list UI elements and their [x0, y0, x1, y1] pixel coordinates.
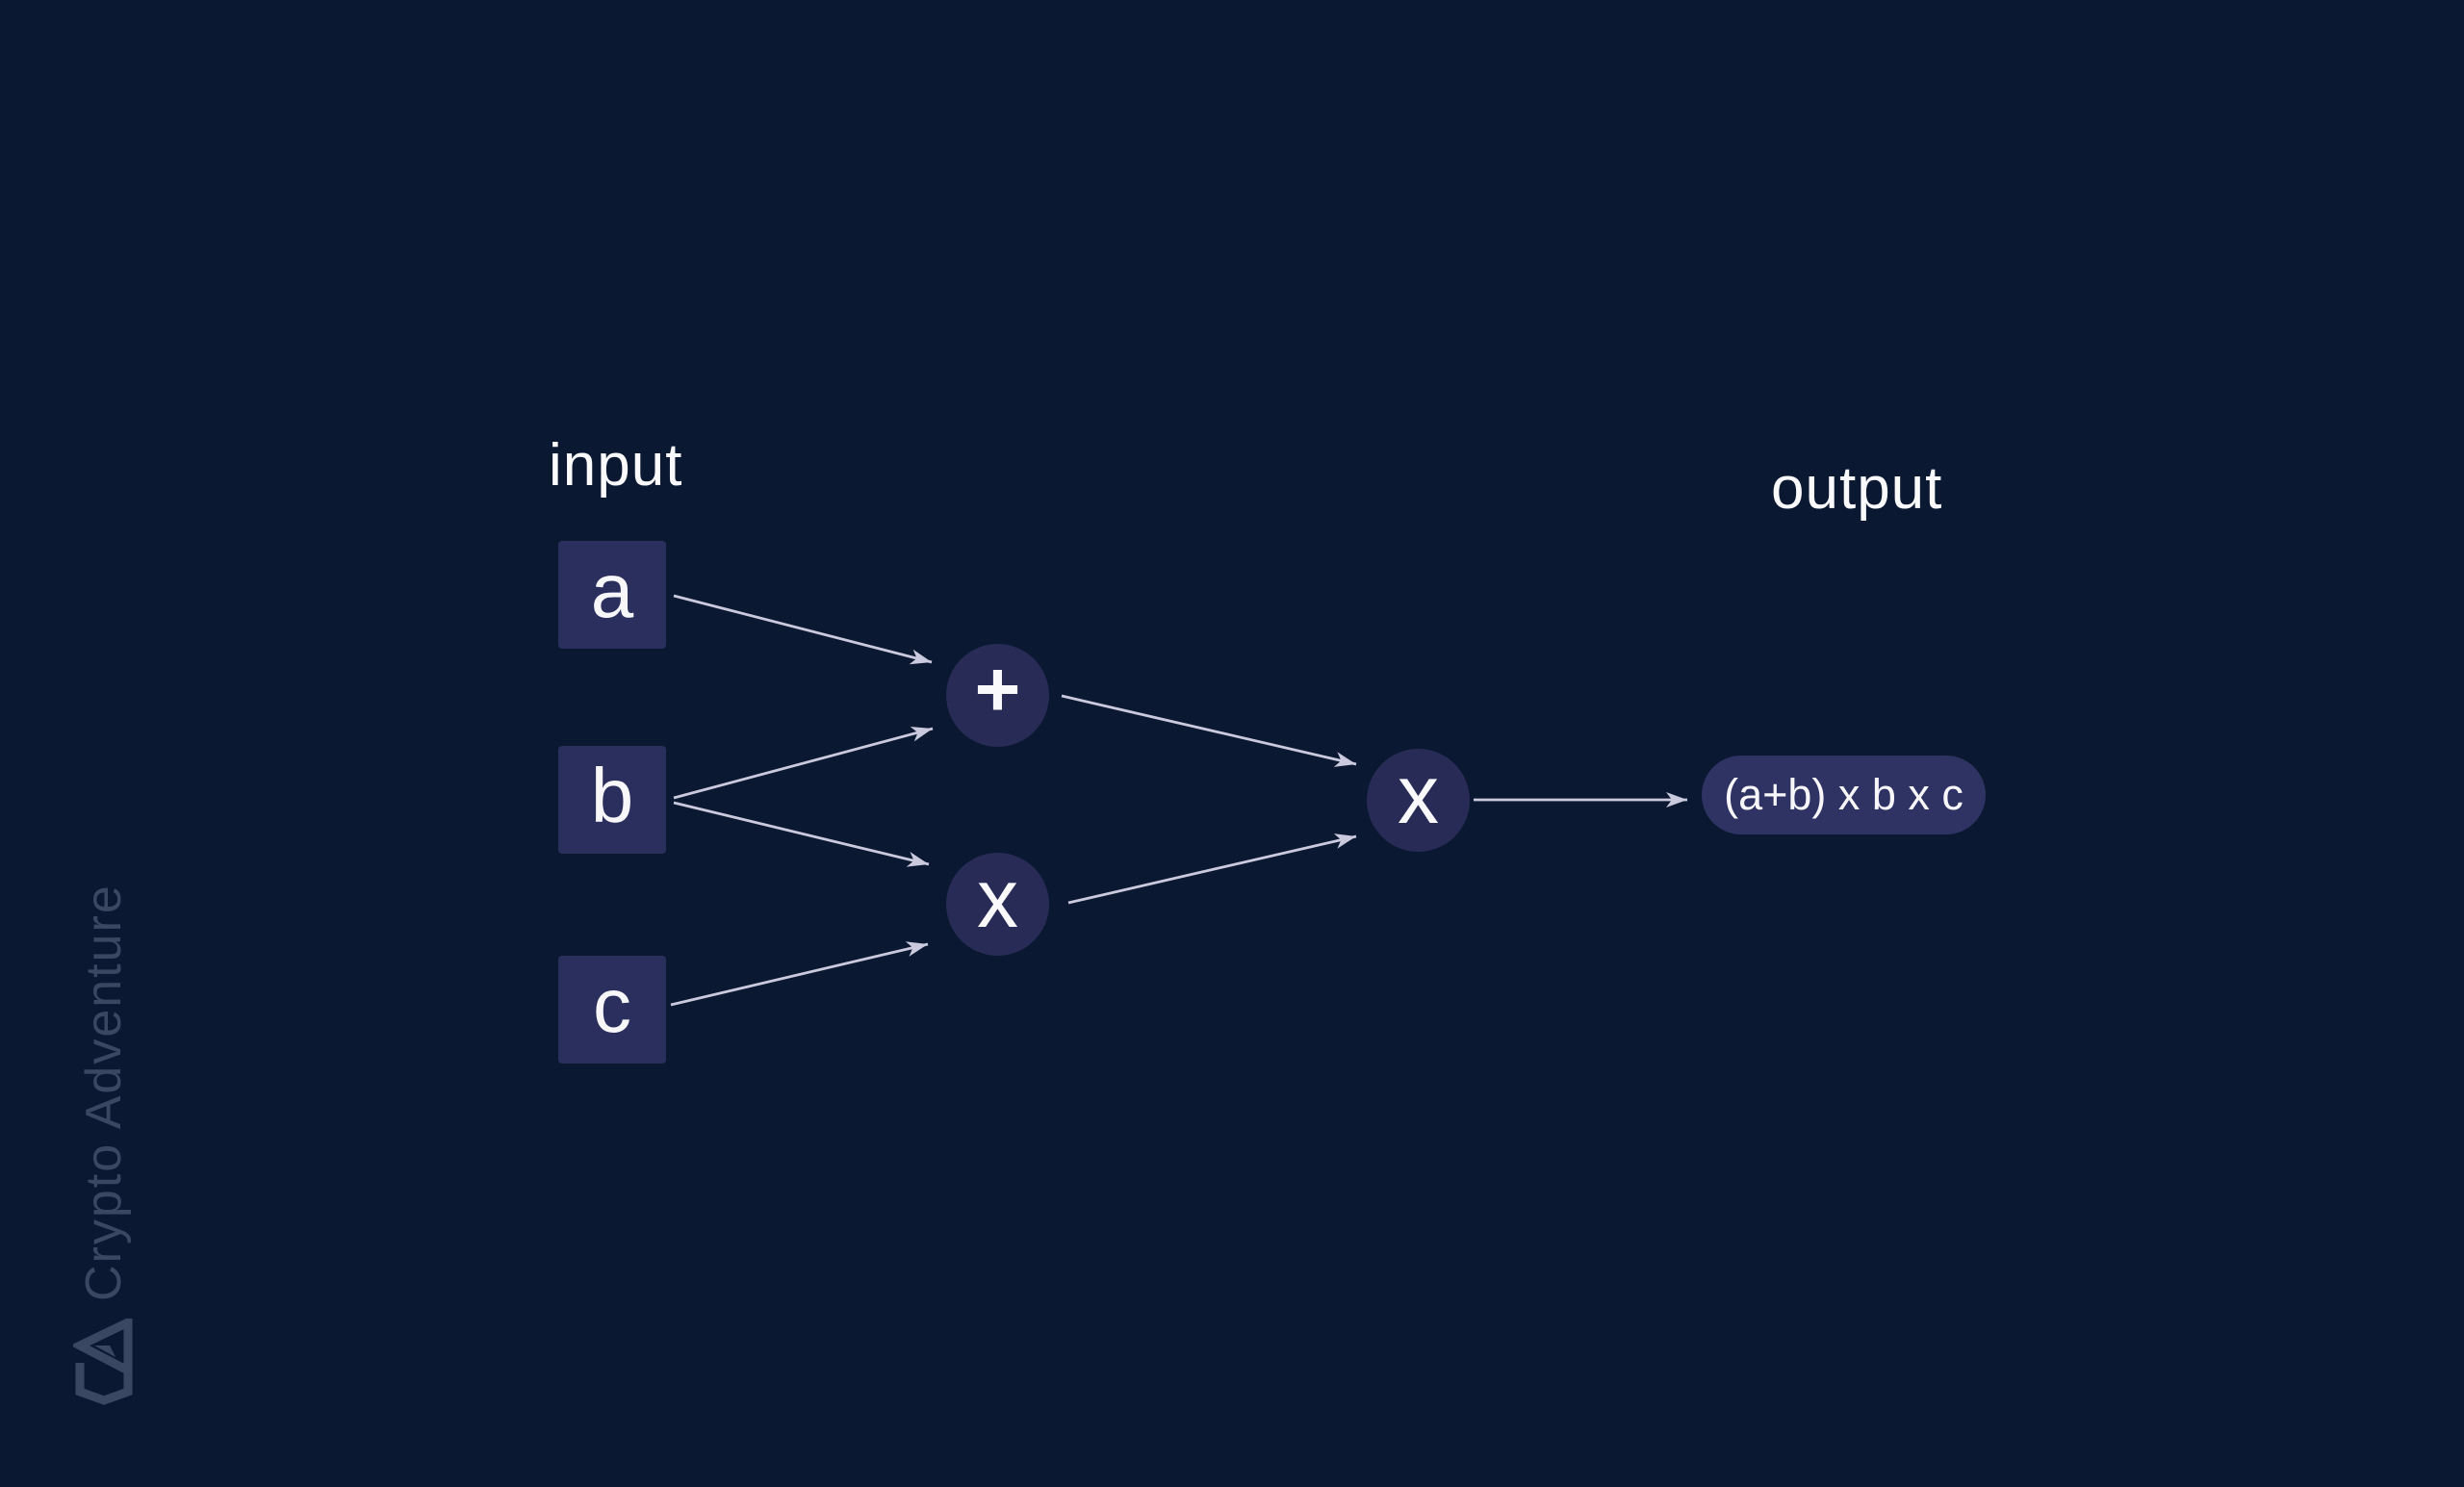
- input-node-c-label: c: [593, 962, 631, 1048]
- operator-node-plus: +: [946, 644, 1049, 747]
- edge-multiply1-multiply2: [1067, 833, 1357, 905]
- operator-node-multiply-2: x: [1367, 749, 1470, 852]
- input-node-c: c: [558, 956, 666, 1064]
- crypto-adventure-logo-icon: [73, 1319, 133, 1405]
- operator-node-plus-label: +: [974, 645, 1021, 733]
- edge-a-plus: [673, 594, 933, 665]
- input-node-a-label: a: [590, 548, 634, 633]
- output-section-label: output: [1771, 455, 1943, 522]
- operator-node-multiply-2-label: x: [1398, 748, 1439, 841]
- input-section-label: input: [549, 432, 683, 499]
- watermark-text: Crypto Adventure: [76, 884, 132, 1301]
- operator-node-multiply-1-label: x: [977, 852, 1018, 945]
- input-node-b-label: b: [590, 753, 634, 838]
- input-node-a: a: [558, 541, 666, 649]
- edge-plus-multiply2: [1061, 694, 1357, 767]
- input-node-b: b: [558, 746, 666, 854]
- operator-node-multiply-1: x: [946, 853, 1049, 956]
- edge-c-multiply1: [670, 941, 929, 1007]
- watermark: Crypto Adventure: [73, 884, 135, 1407]
- output-node: (a+b) x b x c: [1702, 756, 1986, 834]
- output-node-label: (a+b) x b x c: [1724, 770, 1964, 819]
- edge-b-multiply1: [673, 801, 930, 867]
- edge-b-plus: [673, 726, 934, 800]
